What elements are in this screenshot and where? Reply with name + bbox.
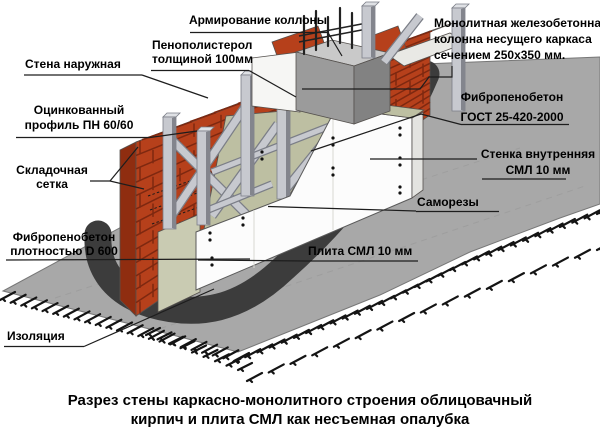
wall-top-face-right xyxy=(387,32,467,67)
label-profile-line2: профиль ПН 60/60 xyxy=(24,118,134,132)
screw-dots xyxy=(208,126,402,267)
label-column-line3: сечением 250x350 мм. xyxy=(434,48,566,62)
label-folding-mesh: Складочная сетка xyxy=(10,163,94,191)
label-fibro-density-line2: плотностью D 600 xyxy=(10,243,118,258)
label-inner-wall-line1: Стенка внутренняя xyxy=(480,147,596,161)
edge-screws xyxy=(0,209,600,384)
label-column-line1: Монолитная железобетонная xyxy=(434,16,600,30)
label-polystyrene-line1: Пенополистерол xyxy=(152,38,253,52)
steel-frame xyxy=(162,70,336,230)
polystyrene-block xyxy=(251,51,301,113)
label-column-line2: колонна несущего каркаса xyxy=(434,32,592,46)
concrete-column xyxy=(294,39,392,125)
label-monolithic-column: Монолитная железобетонная колонна несуще… xyxy=(434,15,600,63)
label-gost-line2: ГОСТ 25-420-2000 xyxy=(460,110,564,124)
label-galvanized-profile: Оцинкованный профиль ПН 60/60 xyxy=(8,103,150,133)
label-mesh-line1: Складочная xyxy=(16,163,88,177)
label-gost-line1: Фибропенобетон xyxy=(460,90,564,104)
caption-line2: кирпич и плита СМЛ как несъемная опалубк… xyxy=(130,411,470,428)
sml-front-panel xyxy=(195,107,424,291)
label-outer-wall: Стена наружная xyxy=(25,57,121,71)
label-insulation: Изоляция xyxy=(7,329,65,343)
steel-frame-right xyxy=(361,1,470,112)
label-polystyrene: Пенополистерол толщиной 100мм xyxy=(152,38,262,66)
label-column-reinforcement: Армирование коллоны xyxy=(188,13,328,27)
label-mesh-line2: сетка xyxy=(36,176,68,191)
label-fibro-density: Фибропенобетон плотностью D 600 xyxy=(5,230,123,258)
label-screws: Саморезы xyxy=(417,195,479,209)
caption-line1: Разрез стены каркасно-монолитного строен… xyxy=(67,392,533,409)
label-profile-line1: Оцинкованный xyxy=(33,103,125,117)
label-inner-wall: Стенка внутренняя СМЛ 10 мм xyxy=(476,146,600,178)
diagram-caption: Разрез стены каркасно-монолитного строен… xyxy=(0,391,600,429)
label-polystyrene-line2: толщиной 100мм xyxy=(152,51,253,66)
label-sml-plate: Плита СМЛ 10 мм xyxy=(308,244,413,258)
leader-lines xyxy=(4,31,569,348)
label-inner-wall-line2: СМЛ 10 мм xyxy=(505,163,571,177)
label-fibro-gost: Фибропенобетон ГОСТ 25-420-2000 xyxy=(452,87,572,127)
label-fibro-density-line1: Фибропенобетон xyxy=(12,230,116,244)
